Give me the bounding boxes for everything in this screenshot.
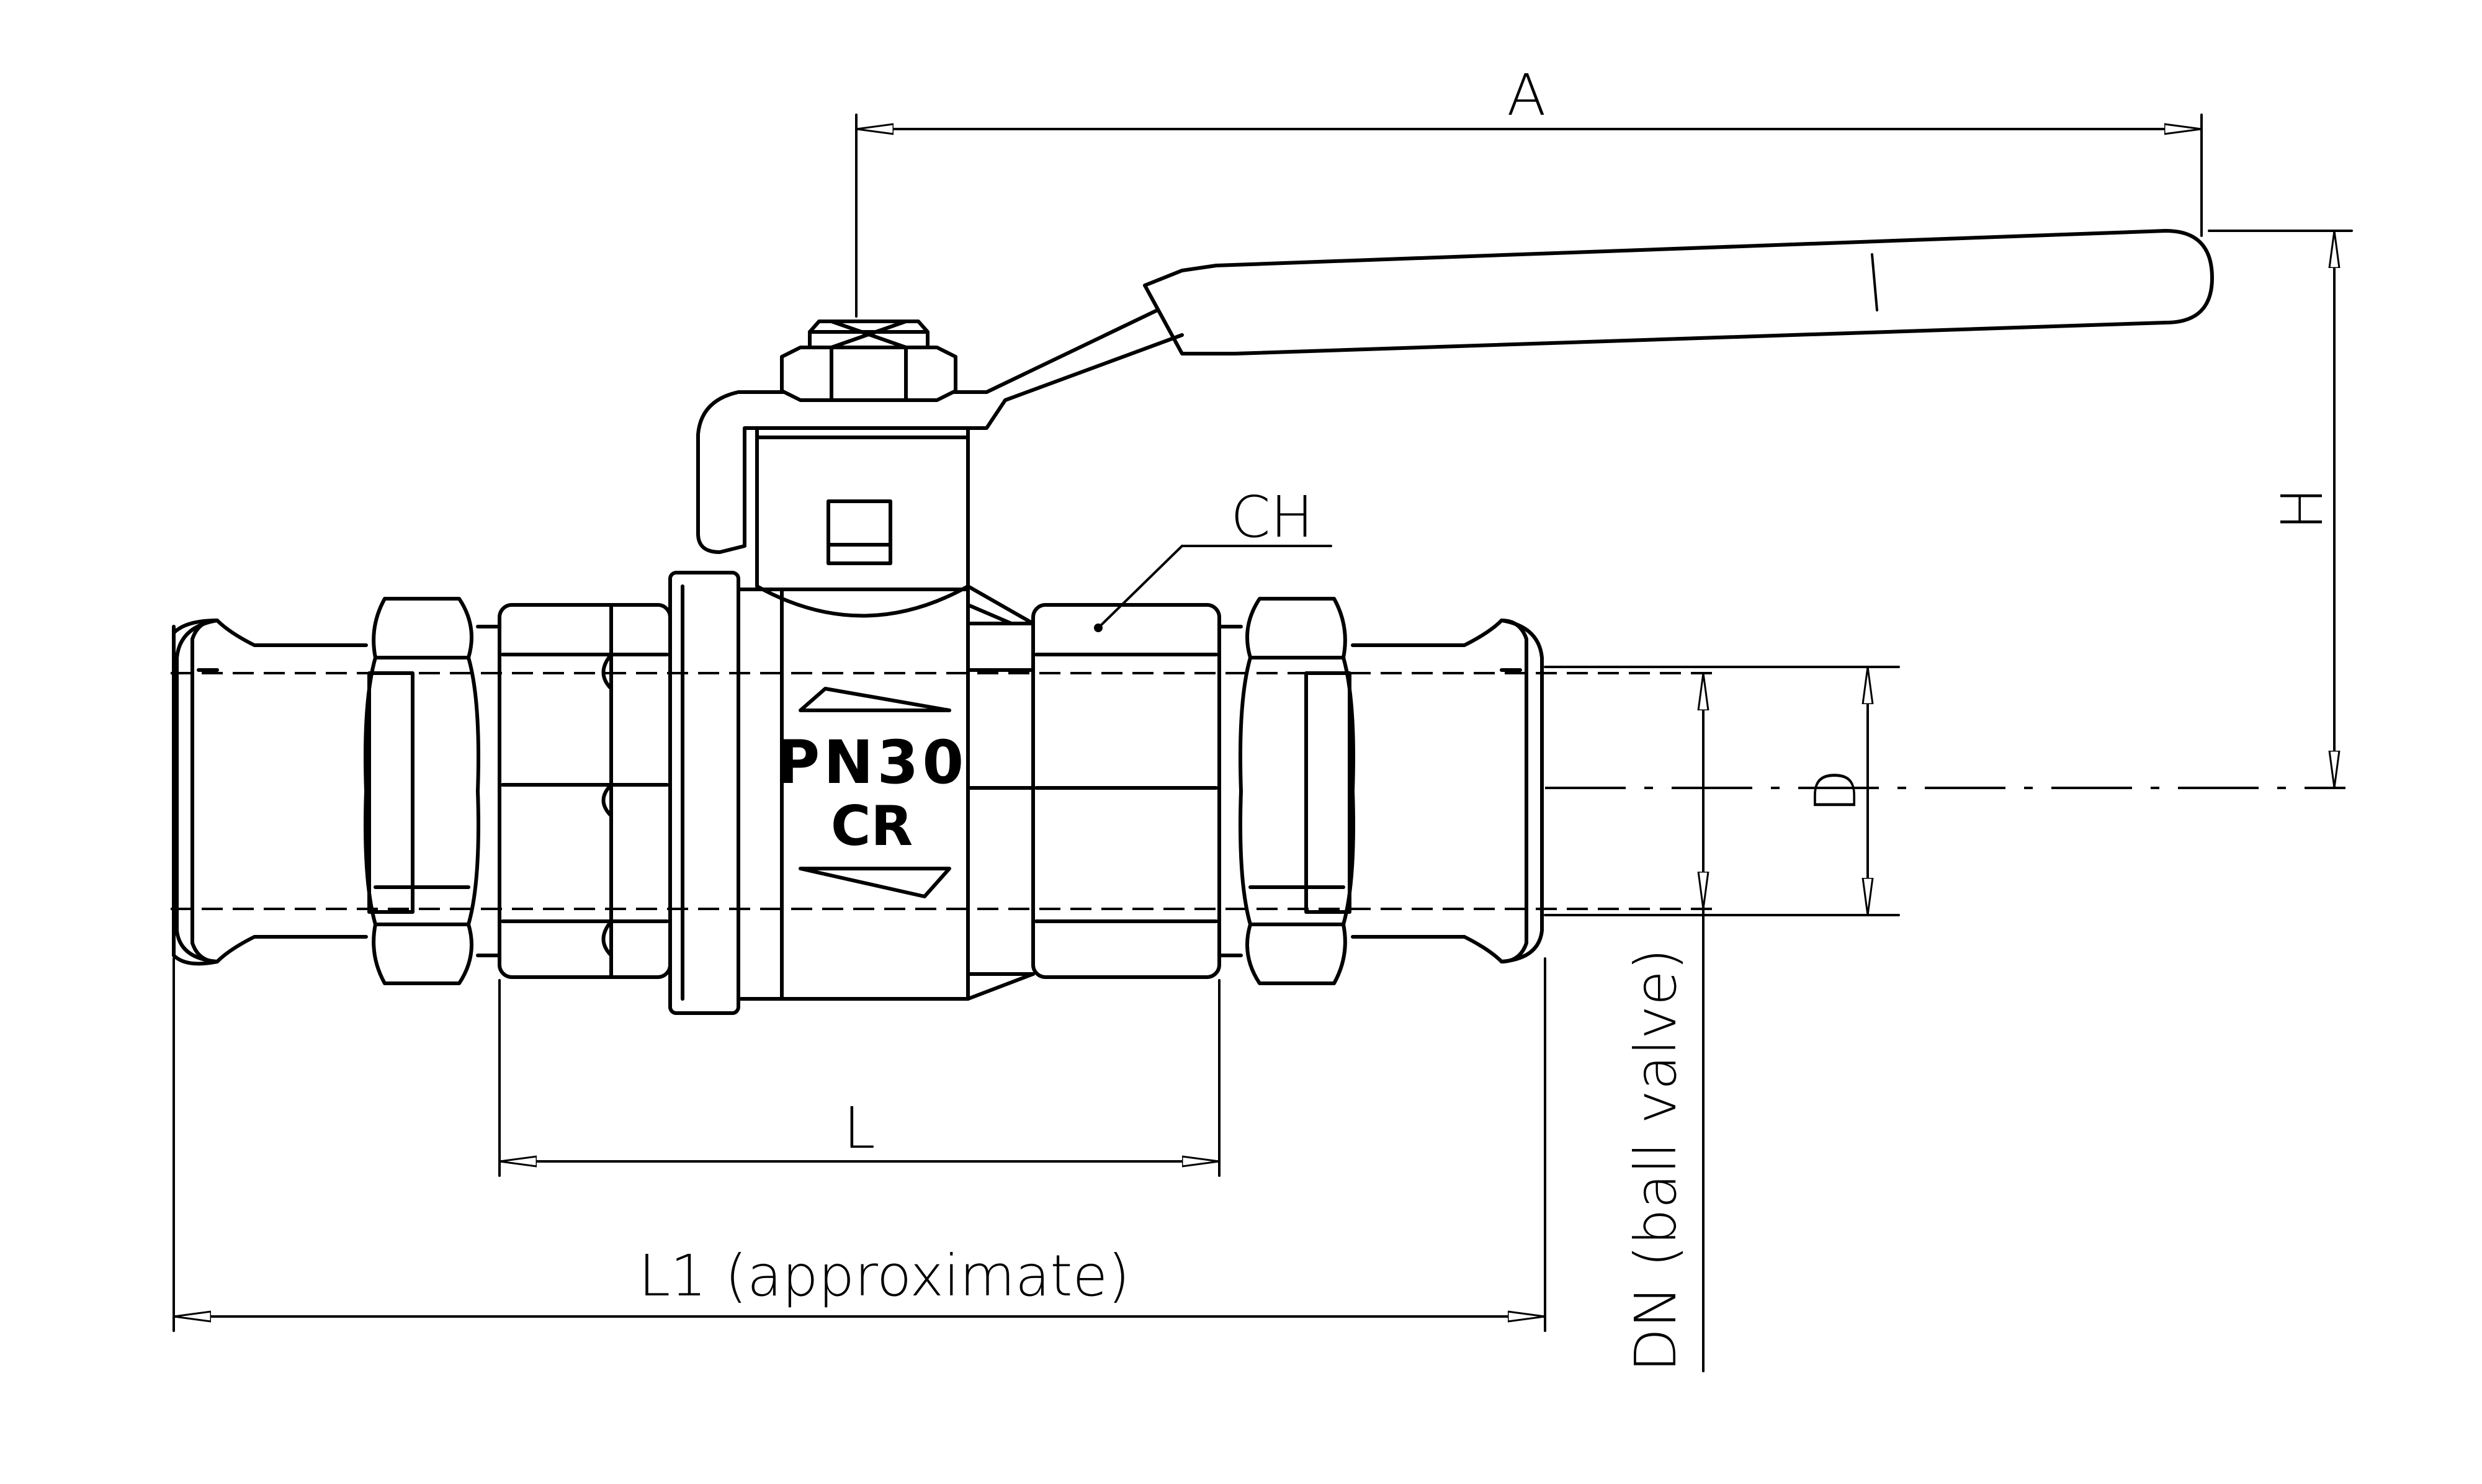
valve-neck bbox=[755, 426, 970, 618]
stem-nut bbox=[780, 320, 957, 402]
dimension-l1: L1 (approximate) bbox=[172, 957, 1546, 1332]
dimension-l: L bbox=[498, 979, 1221, 1177]
dimension-d: D bbox=[1544, 666, 1900, 916]
dimension-h: H bbox=[2208, 230, 2353, 789]
dimension-a: A bbox=[855, 62, 2203, 318]
dimension-label-h: H bbox=[2269, 487, 2336, 530]
dimension-label-d: D bbox=[1803, 769, 1869, 813]
valve-body bbox=[668, 571, 1035, 1015]
right-union-nut bbox=[1239, 597, 1355, 985]
leader-ch: CH bbox=[1094, 484, 1332, 632]
left-press-fitting bbox=[172, 619, 368, 966]
dimension-label-ch: CH bbox=[1230, 484, 1313, 550]
left-union-nut bbox=[364, 597, 480, 985]
dimension-label-dn: DN (ball valve) bbox=[1623, 948, 1689, 1372]
dimension-label-a: A bbox=[1507, 62, 1546, 128]
pressure-rating-mark: PN30 bbox=[776, 728, 967, 797]
lever-handle bbox=[696, 229, 2214, 554]
left-body-hex bbox=[476, 603, 672, 979]
dimension-label-l1: L1 (approximate) bbox=[638, 1243, 1130, 1309]
dimension-dn: DN (ball valve) bbox=[1623, 672, 1703, 1372]
bore-hidden-lines bbox=[171, 672, 1719, 910]
body-marking: PN30 CR bbox=[776, 728, 967, 858]
manufacturer-logo: CR bbox=[831, 794, 913, 858]
right-body-hex bbox=[1031, 603, 1243, 979]
right-press-fitting bbox=[1351, 619, 1544, 963]
dimension-label-l: L bbox=[843, 1095, 875, 1161]
